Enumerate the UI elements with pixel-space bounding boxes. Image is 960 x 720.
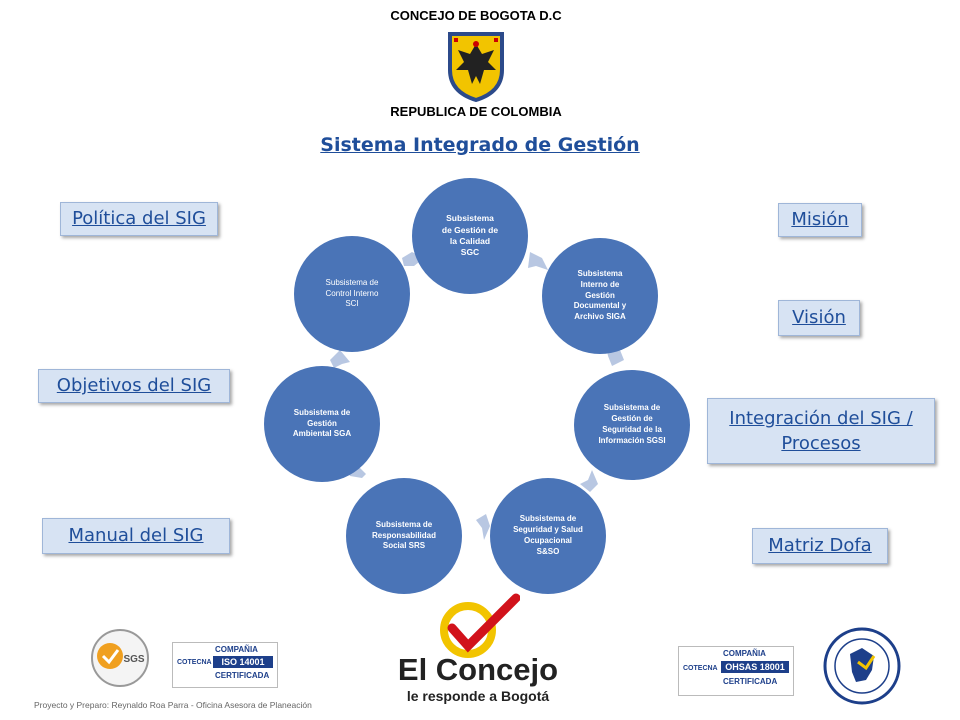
- node-srs: Subsistema de Responsabilidad Social SRS: [346, 478, 462, 594]
- ohsas-std-label: OHSAS 18001: [721, 661, 789, 673]
- matriz-dofa-button[interactable]: Matriz Dofa: [752, 528, 888, 564]
- node-siga: Subsistema Interno de Gestión Documental…: [542, 238, 658, 354]
- ohsas-18001-badge: COMPAÑIA COTECNA OHSAS 18001 CERTIFICADA: [678, 646, 794, 696]
- concejo-logo-subtitle: le responde a Bogotá: [406, 688, 550, 704]
- iso-cert-label: CERTIFICADA: [215, 671, 270, 680]
- sgs-seal-icon: SGS: [91, 629, 149, 687]
- header-bottom-title: REPUBLICA DE COLOMBIA: [390, 104, 562, 119]
- iso-company-label: COMPAÑIA: [215, 645, 258, 654]
- iso-std-label: ISO 14001: [213, 656, 273, 668]
- ohsas-cert-label: CERTIFICADA: [723, 677, 778, 686]
- node-sga: Subsistema de Gestión Ambiental SGA: [264, 366, 380, 482]
- concejo-check-logo-icon: [440, 593, 520, 658]
- mision-button[interactable]: Misión: [778, 203, 862, 237]
- arrow-sgc-siga: [528, 252, 548, 270]
- iso-brand-label: COTECNA: [177, 659, 212, 666]
- objetivos-sig-button[interactable]: Objetivos del SIG: [38, 369, 230, 403]
- sgs-label: SGS: [123, 654, 144, 665]
- arrow-sso-srs: [476, 514, 490, 540]
- ohsas-company-label: COMPAÑIA: [723, 649, 766, 658]
- footer-credit: Proyecto y Preparo: Reynaldo Roa Parra -…: [34, 700, 312, 710]
- iso-14001-badge: COMPAÑIA COTECNA ISO 14001 CERTIFICADA: [172, 642, 278, 688]
- header-top-title: CONCEJO DE BOGOTA D.C: [390, 8, 562, 23]
- node-sgc: Subsistema de Gestión de la Calidad SGC: [412, 178, 528, 294]
- page-title[interactable]: Sistema Integrado de Gestión: [320, 134, 640, 156]
- vision-button[interactable]: Visión: [778, 300, 860, 336]
- concejo-logo-title: El Concejo: [397, 652, 559, 687]
- politica-sig-button[interactable]: Política del SIG: [60, 202, 218, 236]
- arrow-sgsi-sso: [580, 470, 598, 492]
- ohsas-brand-label: COTECNA: [683, 665, 718, 672]
- node-sgsi: Subsistema de Gestión de Seguridad de la…: [574, 370, 690, 480]
- ntcgp-seal-icon: [823, 627, 901, 705]
- coat-of-arms-icon: [448, 32, 504, 102]
- integracion-sig-button[interactable]: Integración del SIG / Procesos: [707, 398, 935, 464]
- node-sso: Subsistema de Seguridad y Salud Ocupacio…: [490, 478, 606, 594]
- node-sci: Subsistema de Control Interno SCI: [294, 236, 410, 352]
- manual-sig-button[interactable]: Manual del SIG: [42, 518, 230, 554]
- arrow-sga-sci: [330, 350, 350, 368]
